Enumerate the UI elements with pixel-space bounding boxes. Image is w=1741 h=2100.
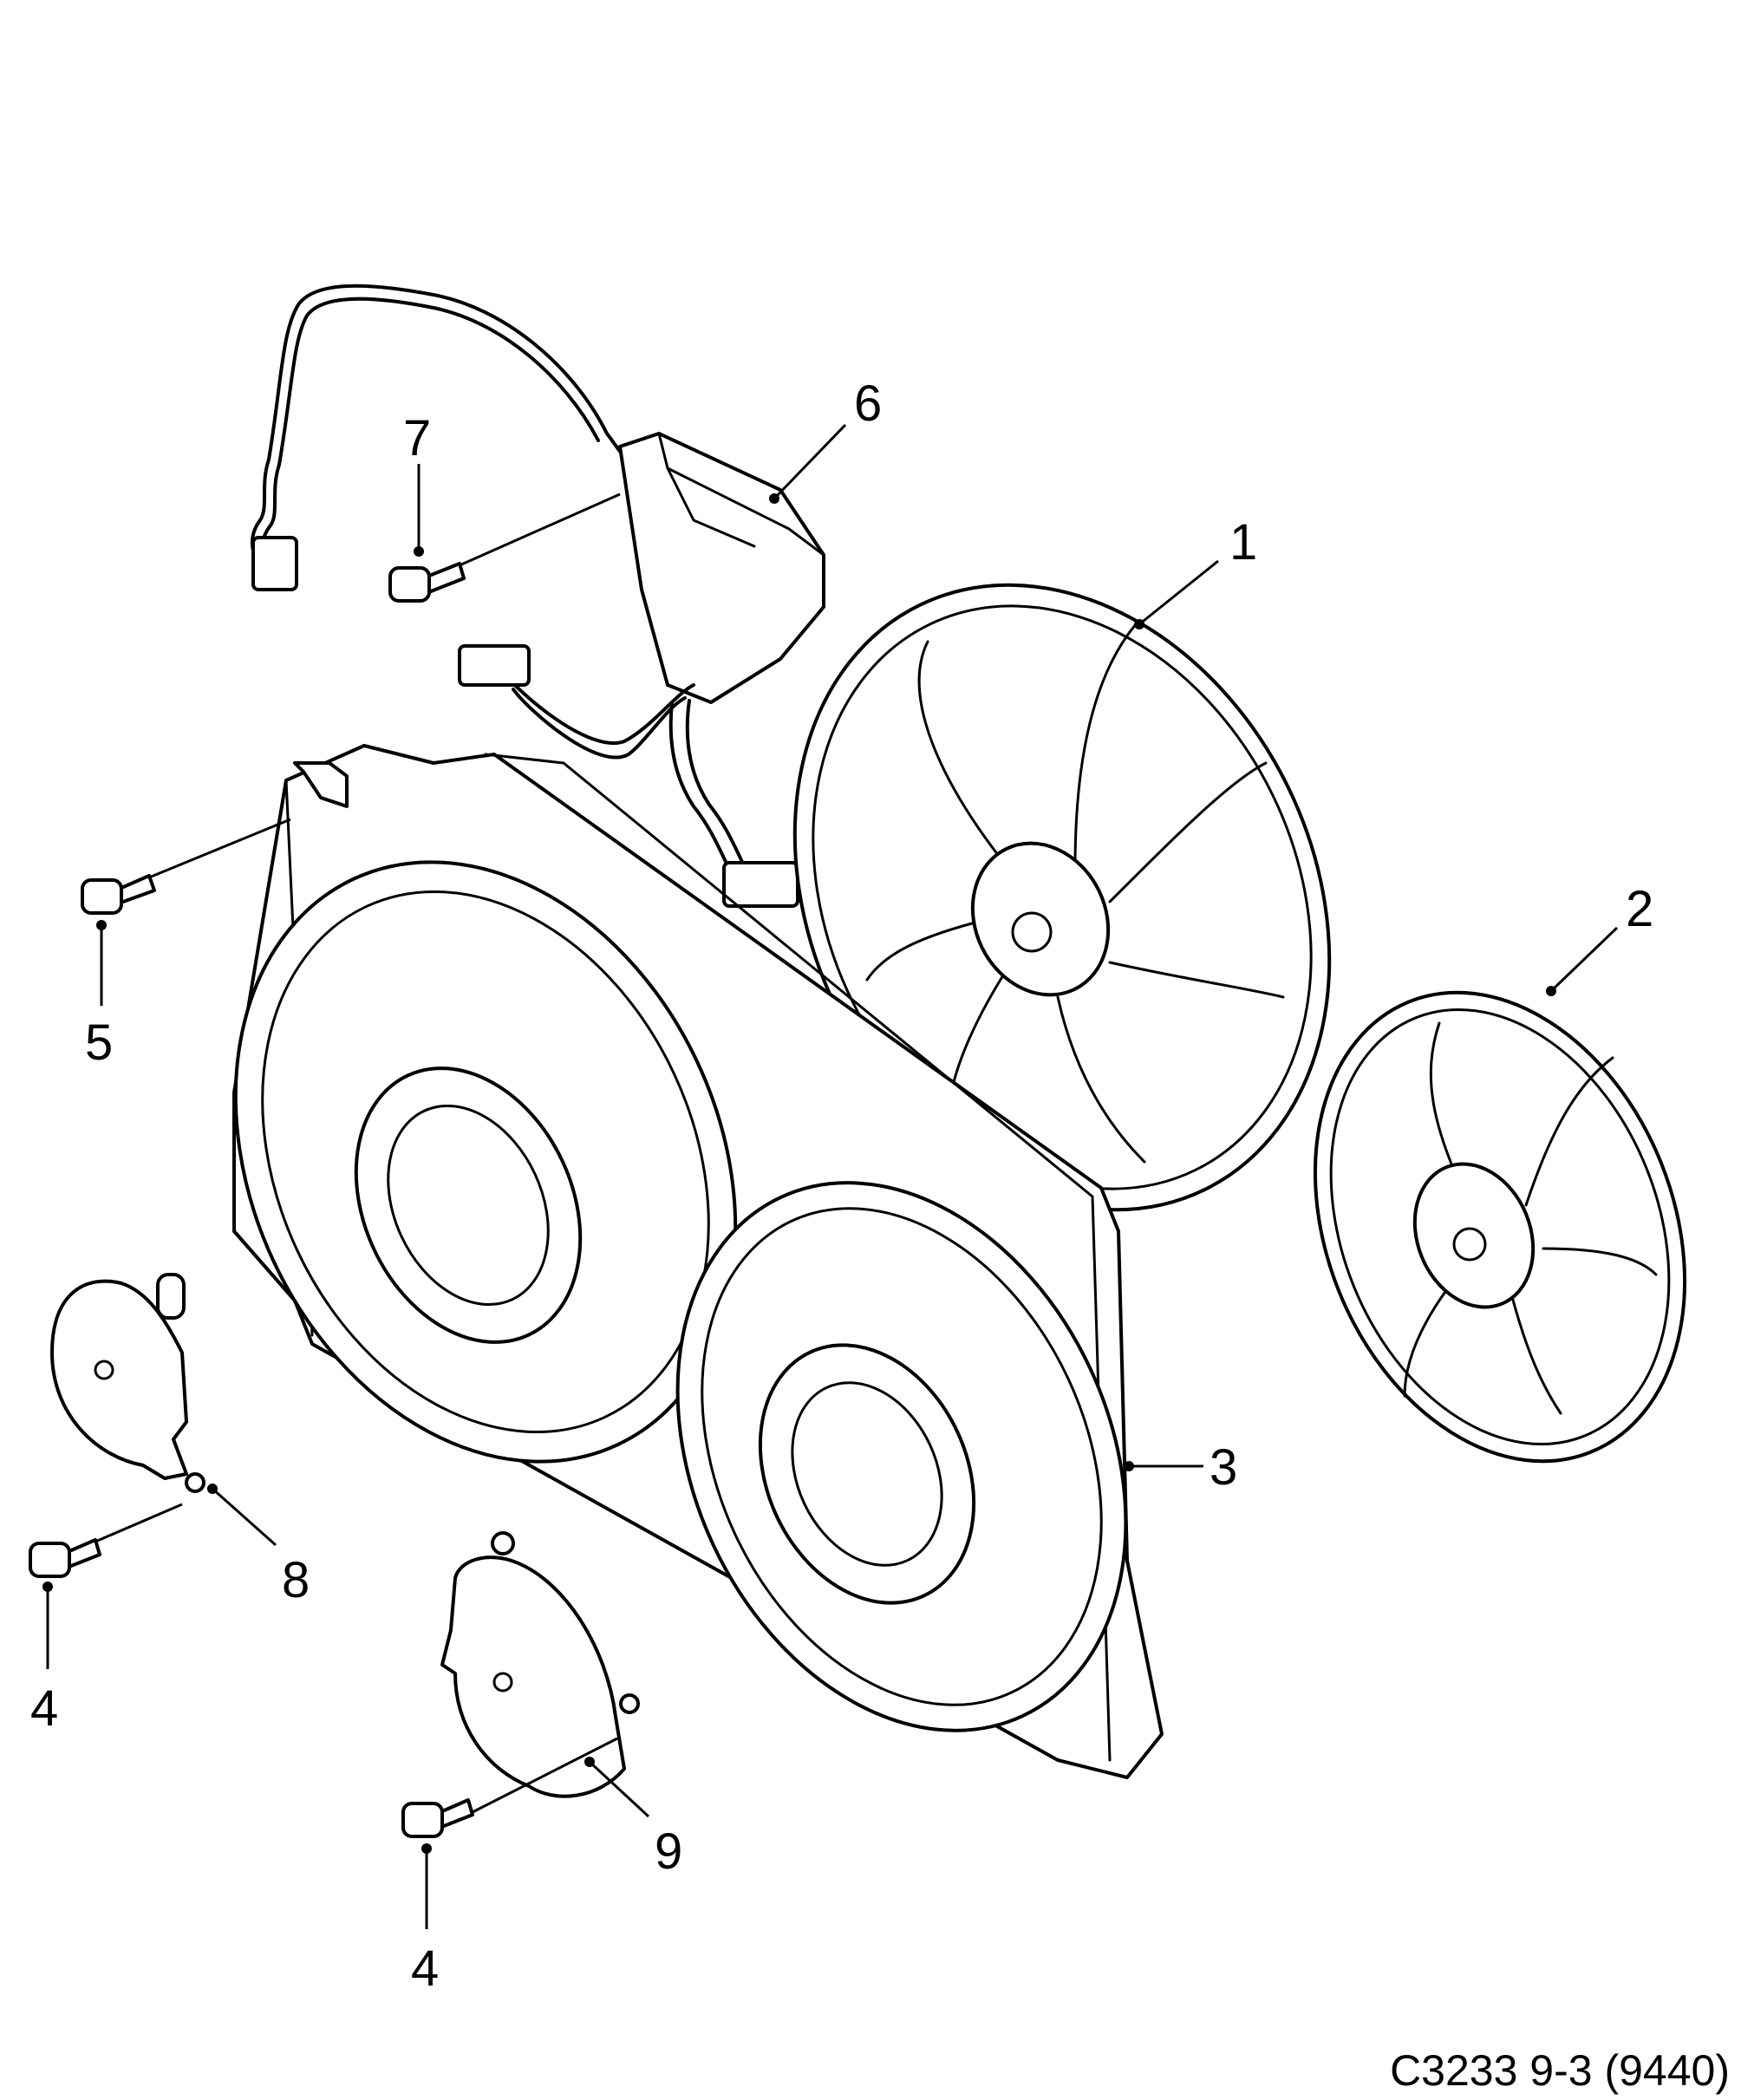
- figure-caption: C3233 9-3 (9440): [1390, 2046, 1730, 2095]
- callout-8: 8: [282, 1552, 310, 1608]
- shroud-cover-8: [50, 1273, 218, 1494]
- callout-1: 1: [1229, 514, 1257, 571]
- callout-5: 5: [85, 1014, 113, 1071]
- fan-shroud-3: [232, 744, 1164, 1779]
- callout-9: 9: [655, 1823, 682, 1880]
- fan-2: [1313, 986, 1687, 1464]
- callout-4-upper: 4: [30, 1680, 58, 1737]
- bolt-7: [388, 546, 466, 603]
- bolt-4-upper: [29, 1538, 101, 1592]
- callout-3: 3: [1210, 1439, 1237, 1496]
- bolt-4-lower: [401, 1798, 474, 1854]
- shroud-cover-9: [440, 1531, 640, 1798]
- callout-7: 7: [403, 410, 431, 466]
- callout-4-lower: 4: [411, 1940, 439, 1997]
- bolt-5: [81, 874, 156, 930]
- callout-6: 6: [854, 375, 882, 432]
- callout-2: 2: [1626, 881, 1653, 937]
- leader-lines: [46, 423, 1619, 1929]
